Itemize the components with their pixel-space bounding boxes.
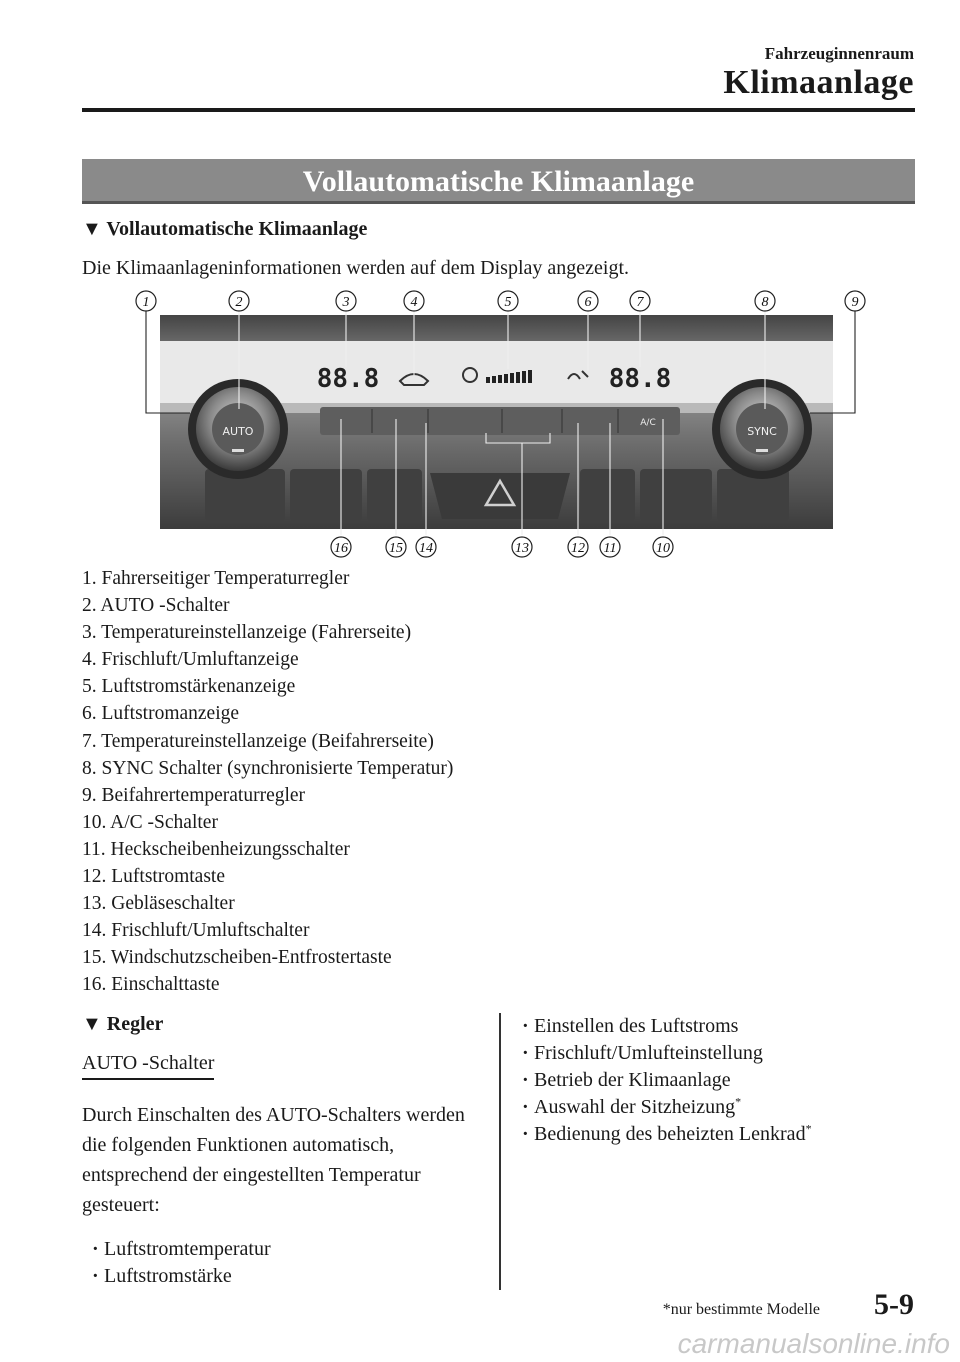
callout-2: 2: [228, 290, 250, 312]
climate-panel-illustration: 88.8 88.8 AUTO SYNC A/C: [135, 290, 866, 558]
hazard-icon: [483, 478, 517, 507]
bullet-item: Betrieb der Klimaanlage: [522, 1067, 922, 1094]
temp-display-driver: 88.8: [317, 364, 380, 394]
callout-12: 12: [567, 536, 589, 558]
recirc-indicator-icon: [398, 373, 430, 386]
page-banner: Vollautomatische Klimaanlage: [82, 159, 915, 204]
svg-text:3: 3: [342, 295, 350, 310]
climate-panel-figure: 88.8 88.8 AUTO SYNC A/C: [110, 283, 870, 563]
regler-heading: ▼ Regler: [82, 1013, 164, 1035]
svg-text:10: 10: [656, 541, 670, 556]
callout-16: 16: [330, 536, 352, 558]
bullet-list-right: Einstellen des Luftstroms Frischluft/Uml…: [522, 1013, 922, 1148]
auto-switch-paragraph: Durch Einschalten des AUTO-Schalters wer…: [82, 1104, 465, 1216]
callout-7: 7: [629, 290, 651, 312]
header-rule: [82, 108, 915, 112]
bullet-list-left: Luftstromtemperatur Luftstromstärke: [92, 1236, 472, 1290]
legend-item: 8. SYNC Schalter (synchronisierte Temper…: [82, 757, 454, 779]
svg-text:5: 5: [505, 295, 512, 310]
bullet-item: Auswahl der Sitzheizung*: [522, 1094, 922, 1121]
legend-item: 14. Frischluft/Umluftschalter: [82, 920, 310, 942]
callout-14: 14: [415, 536, 437, 558]
intro-text: Die Klimaanlageninformationen werden auf…: [82, 257, 630, 279]
callout-10: 10: [652, 536, 674, 558]
callout-15: 15: [385, 536, 407, 558]
svg-text:1: 1: [143, 295, 150, 310]
legend-item: 9. Beifahrertemperaturregler: [82, 784, 306, 806]
callout-9: 9: [844, 290, 866, 312]
legend-item: 2. AUTO -Schalter: [82, 595, 230, 617]
svg-text:2: 2: [236, 295, 243, 310]
svg-text:7: 7: [637, 295, 645, 310]
legend-item: 3. Temperatureinstellanzeige (Fahrerseit…: [82, 622, 412, 644]
auto-switch-title: AUTO -Schalter: [82, 1052, 215, 1080]
callout-8: 8: [754, 290, 776, 312]
column-divider: [499, 1013, 501, 1290]
svg-text:4: 4: [411, 295, 418, 310]
page-number: 5-9: [874, 1288, 914, 1321]
callout-6: 6: [577, 290, 599, 312]
chapter-title: Fahrzeuginnenraum: [764, 44, 914, 63]
callout-1: 1: [135, 290, 157, 312]
fan-icon: [462, 367, 478, 383]
ac-label: A/C: [640, 418, 655, 428]
model-note-star: *: [735, 1094, 742, 1109]
footnote: *nur bestimmte Modelle: [662, 1301, 820, 1318]
legend-item: 7. Temperatureinstellanzeige (Beifahrers…: [82, 730, 434, 752]
section-title: Klimaanlage: [723, 64, 914, 101]
bullet-item: Luftstromtemperatur: [92, 1236, 472, 1263]
svg-text:14: 14: [419, 541, 433, 556]
svg-text:8: 8: [762, 295, 769, 310]
airflow-indicator-icon: [567, 370, 589, 380]
fan-level-bars: [486, 370, 532, 383]
legend-list: 1. Fahrerseitiger Temperaturregler 2. AU…: [82, 565, 453, 999]
watermark: carmanualsonline.info: [677, 1328, 950, 1359]
legend-item: 10. A/C -Schalter: [82, 811, 218, 833]
subheading: ▼ Vollautomatische Klimaanlage: [82, 218, 368, 240]
bullet-item: Luftstromstärke: [92, 1263, 472, 1290]
legend-item: 11. Heckscheibenheizungsschalter: [82, 838, 350, 860]
legend-item: 13. Gebläseschalter: [82, 893, 235, 915]
svg-text:16: 16: [334, 541, 348, 556]
legend-item: 5. Luftstromstärkenanzeige: [82, 676, 296, 698]
hazard-button: [430, 473, 570, 519]
svg-text:12: 12: [571, 541, 585, 556]
callout-5: 5: [497, 290, 519, 312]
svg-text:11: 11: [604, 541, 617, 556]
model-note-star: *: [805, 1121, 812, 1136]
callout-13: 13: [511, 536, 533, 558]
button-row: [320, 407, 680, 435]
bullet-item: Einstellen des Luftstroms: [522, 1013, 922, 1040]
svg-text:6: 6: [585, 295, 592, 310]
legend-item: 6. Luftstromanzeige: [82, 703, 240, 725]
legend-item: 15. Windschutzscheiben-Entfrostertaste: [82, 947, 392, 969]
svg-text:9: 9: [852, 295, 859, 310]
sync-label: SYNC: [747, 425, 777, 438]
callout-4: 4: [403, 290, 425, 312]
temp-display-passenger: 88.8: [609, 364, 672, 394]
bullet-item: Bedienung des beheizten Lenkrad*: [522, 1121, 922, 1148]
legend-item: 4. Frischluft/Umluftanzeige: [82, 649, 299, 671]
regler-left-column: ▼ Regler AUTO -Schalter Durch Einschalte…: [82, 1013, 472, 1290]
legend-item: 12. Luftstromtaste: [82, 866, 225, 888]
bullet-item: Frischluft/Umlufteinstellung: [522, 1040, 922, 1067]
callout-3: 3: [335, 290, 357, 312]
callout-11: 11: [599, 536, 621, 558]
legend-item: 16. Einschalttaste: [82, 974, 220, 996]
svg-text:15: 15: [389, 541, 403, 556]
regler-right-column: Einstellen des Luftstroms Frischluft/Uml…: [522, 1013, 922, 1148]
svg-text:13: 13: [515, 541, 529, 556]
legend-item: 1. Fahrerseitiger Temperaturregler: [82, 568, 350, 589]
auto-label: AUTO: [223, 425, 254, 438]
